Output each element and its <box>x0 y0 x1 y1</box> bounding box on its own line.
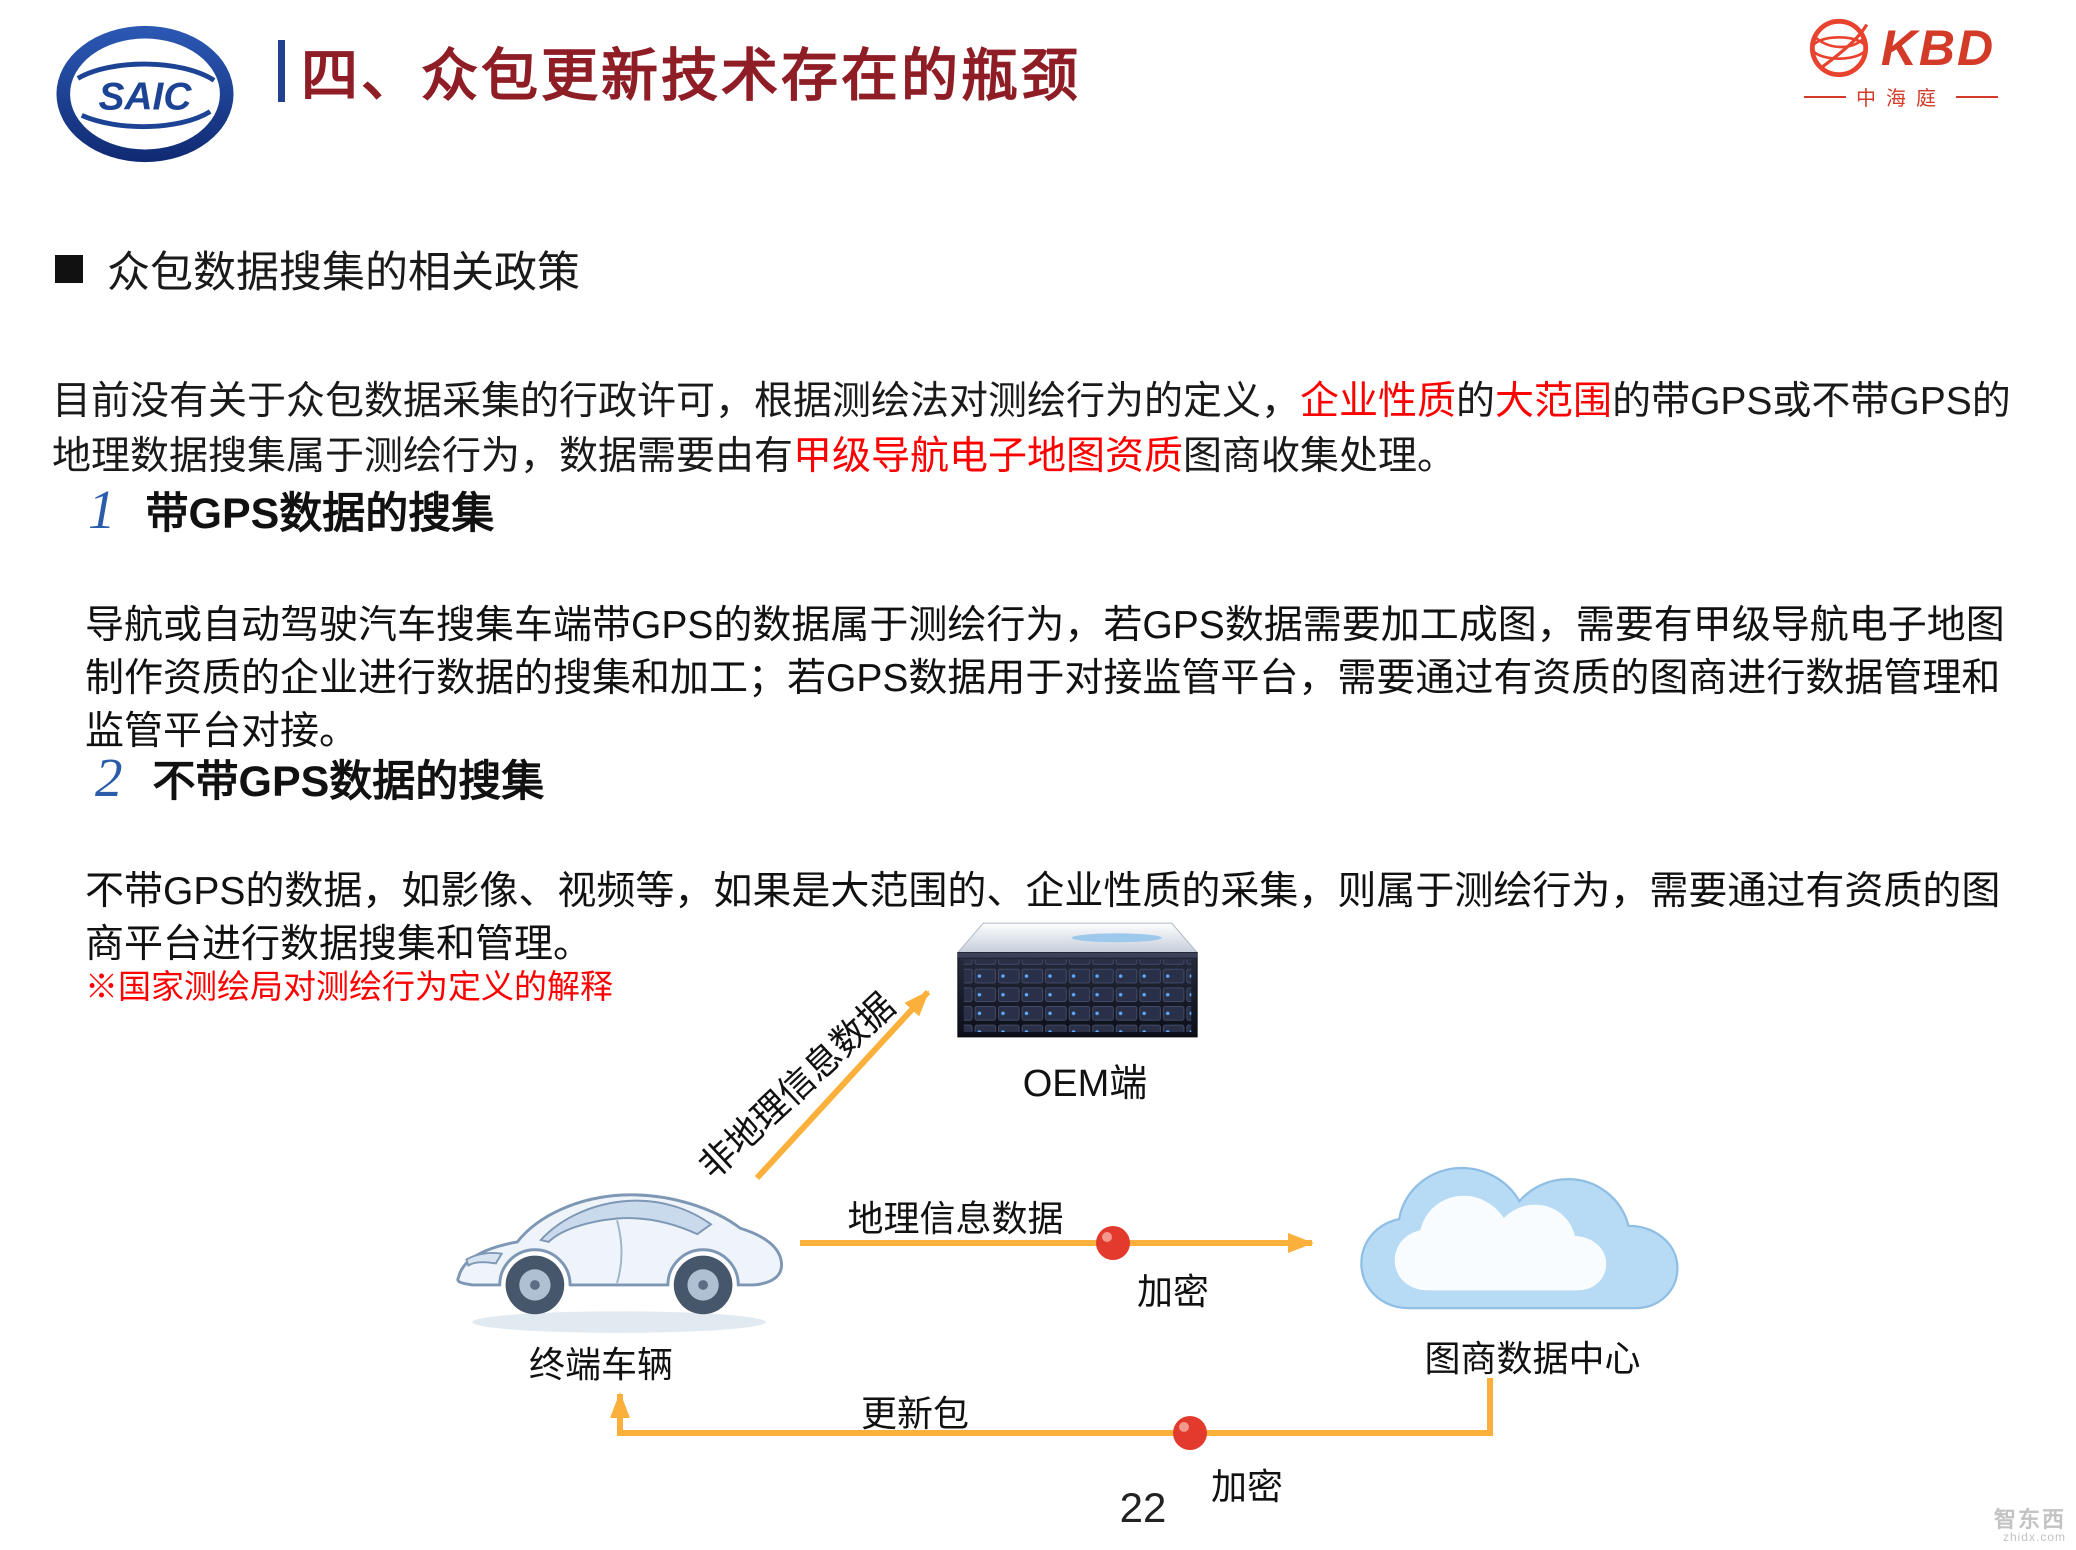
section-heading: 众包数据搜集的相关政策 <box>55 238 580 300</box>
kbd-logo: KBD 中海庭 <box>1786 16 2016 111</box>
section-heading-text: 众包数据搜集的相关政策 <box>107 249 580 297</box>
kbd-brand-sub: 中海庭 <box>1856 88 1946 110</box>
watermark: 智东西 zhidx.com <box>1994 1508 2066 1544</box>
encrypt-dot-bottom-highlight <box>1179 1422 1189 1432</box>
item2-number: 2 <box>95 747 123 808</box>
page-title: 四、众包更新技术存在的瓶颈 <box>301 44 1081 108</box>
arrow-update <box>610 1378 1493 1436</box>
intro-red-1: 企业性质 <box>1300 380 1457 423</box>
encrypt-dot-top-highlight <box>1102 1232 1112 1242</box>
item2-header: 2 不带GPS数据的搜集 <box>95 746 544 809</box>
non-geo-data-label: 非地理信息数据 <box>690 984 903 1187</box>
note-text: ※国家测绘局对测绘行为定义的解释 <box>85 968 613 1005</box>
page-number: 22 <box>1119 1484 1167 1531</box>
kbd-sub-line-left <box>1804 95 1846 98</box>
item1-heading: 带GPS数据的搜集 <box>145 490 495 538</box>
saic-logo-text: SAIC <box>99 76 193 119</box>
item2-body: 不带GPS的数据，如影像、视频等，如果是大范围的、企业性质的采集，则属于测绘行为… <box>85 870 2001 967</box>
intro-part-1: 目前没有关于众包数据采集的行政许可，根据测绘法对测绘行为的定义， <box>52 380 1301 423</box>
encrypt-label-top: 加密 <box>1136 1271 1209 1312</box>
cloud-image <box>1360 1166 1679 1310</box>
encrypt-dot-bottom <box>1173 1416 1207 1450</box>
intro-part-4: 图商收集处理。 <box>1183 434 1457 478</box>
square-bullet-icon <box>55 255 83 283</box>
item2-heading: 不带GPS数据的搜集 <box>152 758 545 806</box>
encrypt-label-bottom: 加密 <box>1210 1466 1283 1507</box>
kbd-globe-icon <box>1809 18 1868 78</box>
update-package-label: 更新包 <box>860 1393 969 1434</box>
item1-body: 导航或自动驾驶汽车搜集车端带GPS的数据属于测绘行为，若GPS数据需要加工成图，… <box>85 604 2005 754</box>
oem-label: OEM端 <box>1022 1063 1148 1105</box>
kbd-brand-name: KBD <box>1880 20 1996 76</box>
title-accent-bar <box>278 40 285 102</box>
intro-red-2: 大范围 <box>1495 380 1613 423</box>
intro-part-2: 的 <box>1456 380 1496 423</box>
car-image <box>456 1193 783 1333</box>
item1-header: 1 带GPS数据的搜集 <box>88 478 494 541</box>
kbd-sub-line-right <box>1956 95 1998 98</box>
encrypt-dot-top <box>1096 1226 1130 1260</box>
intro-paragraph: 目前没有关于众包数据采集的行政许可，根据测绘法对测绘行为的定义，企业性质的大范围… <box>52 375 2030 484</box>
cloud-label: 图商数据中心 <box>1424 1338 1641 1379</box>
item1-number: 1 <box>88 479 116 540</box>
intro-part-3: 的带GPS或不带GPS的地理数据搜集属于测绘行为，数据需要由有 <box>52 380 2011 478</box>
title-block: 四、众包更新技术存在的瓶颈 <box>278 30 1081 112</box>
geo-data-label: 地理信息数据 <box>847 1198 1064 1239</box>
saic-logo: SAIC <box>56 25 234 163</box>
watermark-url: zhidx.com <box>2002 1530 2066 1545</box>
intro-red-3: 甲级导航电子地图资质 <box>793 434 1184 478</box>
car-label: 终端车辆 <box>528 1344 673 1385</box>
watermark-brand: 智东西 <box>1993 1507 2066 1533</box>
oem-server-image <box>956 922 1199 1038</box>
